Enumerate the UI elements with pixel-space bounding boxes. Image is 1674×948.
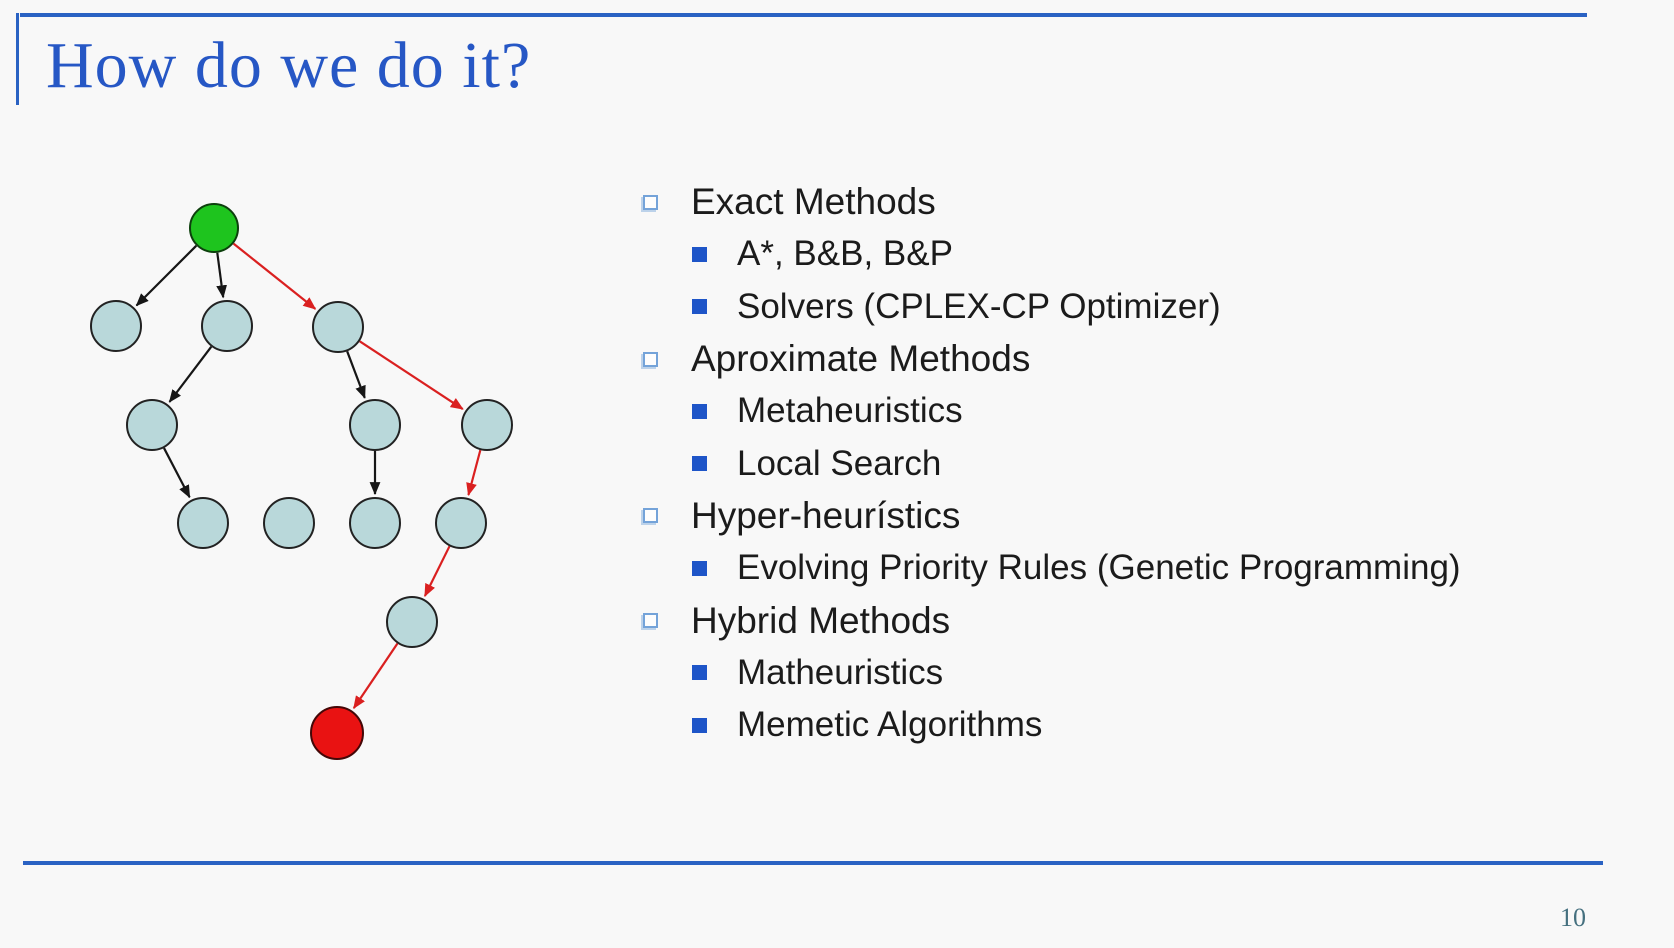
tree-node xyxy=(201,300,253,352)
title-rule-top xyxy=(20,13,1587,17)
tree-node xyxy=(349,399,401,451)
tree-edge-black xyxy=(216,252,227,299)
hollow-square-bullet-icon xyxy=(643,194,658,210)
solid-square-bullet-icon xyxy=(692,246,707,262)
solid-square-bullet-icon xyxy=(692,299,707,315)
page-number: 10 xyxy=(1560,903,1586,932)
solid-square-bullet-icon xyxy=(692,456,707,472)
tree-node xyxy=(263,497,315,549)
bullet-label: Exact Methods xyxy=(691,181,936,223)
hollow-square-bullet-icon xyxy=(643,613,658,629)
tree-node xyxy=(386,596,438,648)
bullet-item: Memetic Algorithms xyxy=(643,699,1603,751)
bullet-item: Hyper-heurístics xyxy=(643,490,1603,542)
bullet-label: Metaheuristics xyxy=(737,391,963,431)
tree-node xyxy=(90,300,142,352)
bullet-item: Local Search xyxy=(643,437,1603,489)
bullet-item: Aproximate Methods xyxy=(643,333,1603,385)
bullet-label: Hybrid Methods xyxy=(691,599,951,641)
bullet-label: A*, B&B, B&P xyxy=(737,234,953,274)
page-title: How do we do it? xyxy=(46,29,532,102)
bullet-label: Aproximate Methods xyxy=(691,338,1031,380)
search-tree-diagram xyxy=(90,203,513,760)
bullet-item: Hybrid Methods xyxy=(643,594,1603,646)
solid-square-bullet-icon xyxy=(692,717,707,733)
title-rule-left xyxy=(16,13,19,105)
hollow-square-bullet-icon xyxy=(643,508,658,524)
tree-edge-red xyxy=(232,242,317,310)
tree-edge-red xyxy=(423,545,451,597)
tree-edge-black xyxy=(135,244,198,307)
tree-node xyxy=(435,497,487,549)
bullet-item: Exact Methods xyxy=(643,176,1603,228)
start-node xyxy=(189,203,239,253)
tree-edge-black xyxy=(346,350,366,399)
tree-edge-red xyxy=(466,449,482,497)
bullet-item: A*, B&B, B&P xyxy=(643,228,1603,280)
bullet-label: Hyper-heurístics xyxy=(691,494,961,536)
bullet-label: Matheuristics xyxy=(737,652,944,692)
tree-node xyxy=(349,497,401,549)
tree-node xyxy=(177,497,229,549)
bullet-label: Solvers (CPLEX-CP Optimizer) xyxy=(737,286,1221,326)
tree-node xyxy=(126,399,178,451)
tree-edge-red xyxy=(359,340,464,410)
tree-edge-red xyxy=(352,642,399,710)
tree-node xyxy=(461,399,513,451)
tree-node xyxy=(312,301,364,353)
tree-edge-black xyxy=(163,447,191,499)
bullet-item: Matheuristics xyxy=(643,647,1603,699)
bullet-item: Solvers (CPLEX-CP Optimizer) xyxy=(643,281,1603,333)
bullet-item: Metaheuristics xyxy=(643,385,1603,437)
solid-square-bullet-icon xyxy=(692,560,707,576)
solid-square-bullet-icon xyxy=(692,403,707,419)
footer-rule xyxy=(23,861,1603,865)
bullet-label: Memetic Algorithms xyxy=(737,705,1043,745)
bullet-item: Evolving Priority Rules (Genetic Program… xyxy=(643,542,1603,594)
goal-node xyxy=(310,706,364,760)
bullet-label: Evolving Priority Rules (Genetic Program… xyxy=(737,548,1461,588)
tree-edge-black xyxy=(168,346,213,403)
solid-square-bullet-icon xyxy=(692,665,707,681)
hollow-square-bullet-icon xyxy=(643,351,658,367)
bullet-label: Local Search xyxy=(737,443,942,483)
